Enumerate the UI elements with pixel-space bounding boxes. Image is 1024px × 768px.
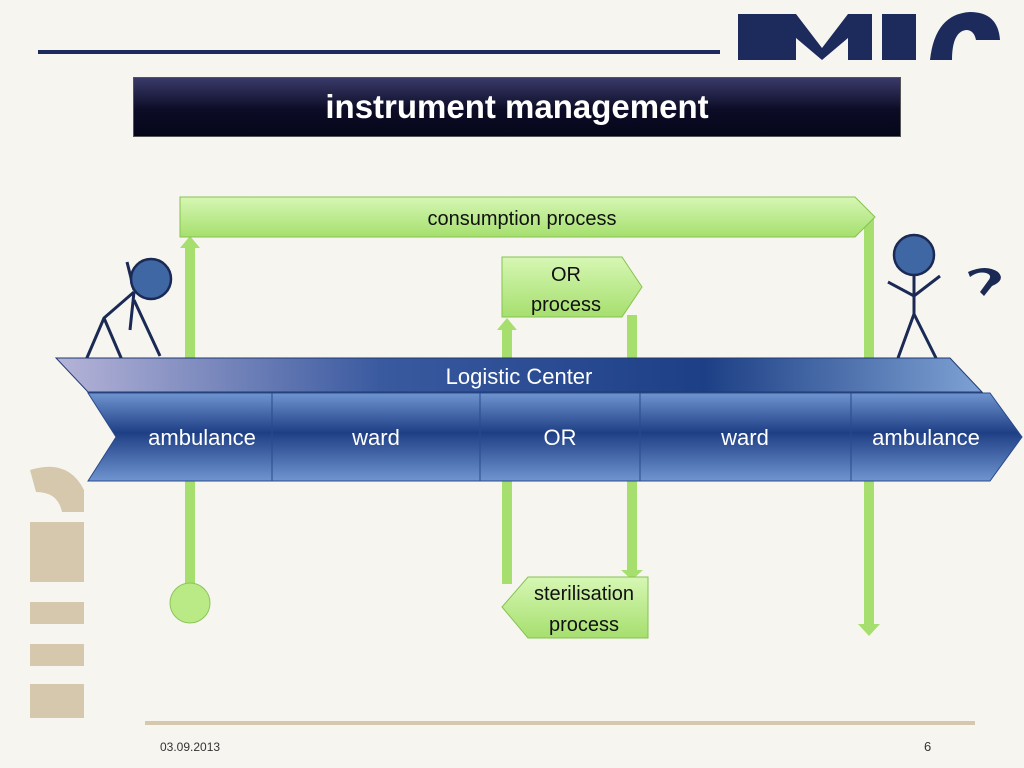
station-label-ambulance-1: ambulance: [148, 425, 256, 450]
start-point: [169, 582, 211, 624]
arrowhead-down-right: [858, 624, 880, 636]
sterilisation-label-line1: sterilisation: [534, 583, 634, 605]
station-label-ambulance-2: ambulance: [872, 425, 980, 450]
station-label-ward-2: ward: [720, 425, 769, 450]
logo-side: [28, 462, 88, 724]
chain-segment-ambulance-2: [850, 392, 1023, 482]
logistic-center-label: Logistic Center: [446, 364, 593, 389]
bottom-divider: [145, 721, 975, 725]
chain-segment-ambulance-1: [87, 392, 273, 482]
chain-segment-ward-2: [639, 392, 852, 482]
arrowhead-up-left: [180, 236, 200, 248]
top-divider: [38, 50, 720, 54]
or-process-arrow: [501, 256, 643, 318]
page-number: 6: [924, 739, 932, 754]
chain-segment-or: [479, 392, 641, 482]
logo-top: [730, 0, 1024, 60]
or-process-label-line2: process: [531, 294, 601, 316]
footer-date: 03.09.2013: [160, 740, 221, 754]
sterilisation-process-arrow: [501, 576, 649, 639]
consumption-process-label: consumption process: [428, 208, 617, 230]
or-process-label-line1: OR: [551, 264, 581, 286]
question-mark-icon: [968, 268, 1001, 296]
sterilisation-label-line2: process: [549, 614, 619, 636]
arrowhead-up-or: [497, 318, 517, 330]
chain-segment-ward-1: [271, 392, 481, 482]
logistic-center-band: [54, 357, 984, 393]
patient-figure-left: [84, 257, 173, 361]
arrowhead-down-or: [621, 570, 643, 580]
patient-figure-right: [887, 233, 941, 359]
title-banner: instrument management: [133, 77, 901, 137]
page-title: instrument management: [325, 88, 709, 125]
station-label-or: OR: [544, 425, 577, 450]
station-label-ward-1: ward: [351, 425, 400, 450]
process-chain: ambulance ward OR ward ambulance: [87, 392, 1023, 482]
consumption-process-arrow: [179, 196, 876, 238]
